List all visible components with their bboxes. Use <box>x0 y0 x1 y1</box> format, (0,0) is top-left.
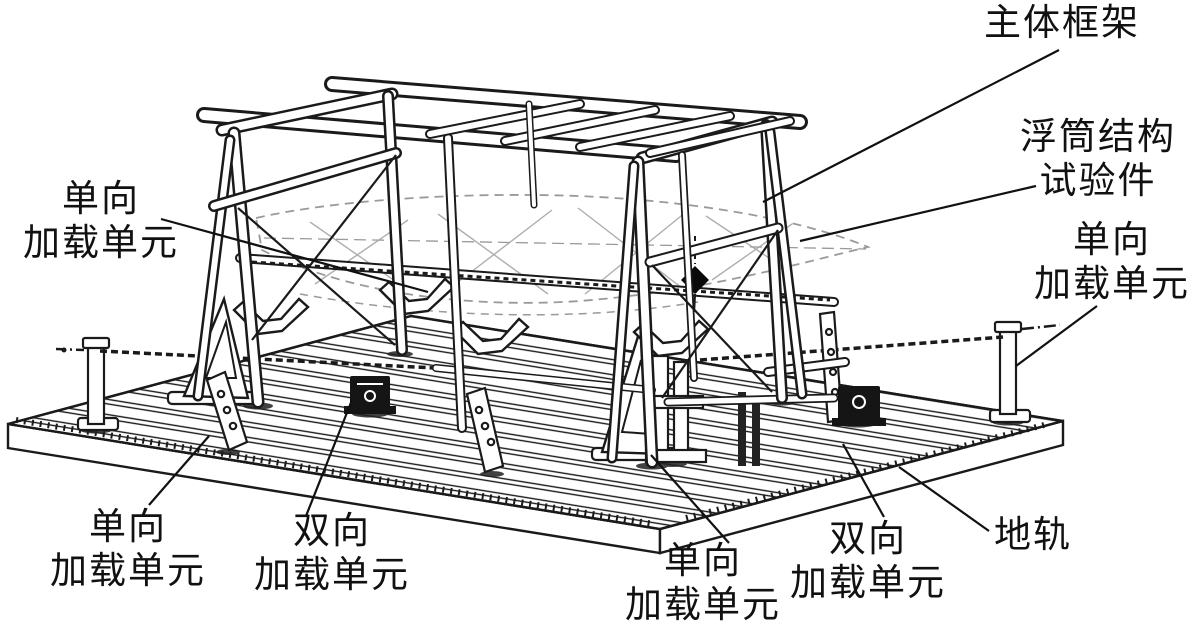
frame-tube <box>647 118 793 156</box>
specimen-lower-hull <box>299 293 699 316</box>
frame-tube <box>762 121 786 402</box>
bi-load-unit-left <box>344 376 396 414</box>
frame-tube <box>210 149 400 210</box>
frame-tube <box>384 92 406 354</box>
uni-load-unit-right-anchor <box>988 320 1032 424</box>
leader-uni-right <box>1015 305 1098 367</box>
label-bi-load-bottom-left: 双向 加载单元 <box>254 511 410 596</box>
uni-load-unit-left-anchor <box>55 336 120 432</box>
frame-tube <box>634 158 656 466</box>
specimen-hull-outline <box>254 194 871 304</box>
label-ground-rail: 地轨 <box>994 515 1072 556</box>
ground-rail-plate <box>6 314 1065 555</box>
label-uni-load-left-top: 单向 加载单元 <box>23 179 179 264</box>
chain-right <box>699 335 1004 362</box>
load-axis-dash-right <box>1021 323 1061 331</box>
dark-post <box>752 396 760 466</box>
frame-diagonal-braces <box>237 154 779 399</box>
frame-tube <box>609 163 637 461</box>
leader-uni-bottom-left <box>148 435 210 506</box>
leader-bi-bottom-left <box>304 399 354 517</box>
load-axis-dash <box>55 347 85 352</box>
label-bi-load-bottom-mid: 双向 加载单元 <box>790 519 946 604</box>
frame-tube <box>218 90 396 134</box>
frame-tube <box>527 102 536 207</box>
leader-ground-rail <box>898 466 990 532</box>
perforated-strut-mid <box>465 386 505 474</box>
frame-tube <box>767 129 805 397</box>
label-uni-load-right: 单向 加载单元 <box>1034 220 1190 305</box>
specimen-waterline <box>263 237 867 250</box>
tie-rod-and-chain <box>235 253 839 307</box>
leader-uni-left-top <box>160 217 429 294</box>
frame-tube <box>577 113 733 150</box>
dark-post <box>738 392 746 466</box>
frame-tube <box>646 224 782 266</box>
label-specimen: 浮筒结构 试验件 <box>1020 117 1176 202</box>
leader-lines <box>148 49 1098 544</box>
frame-tube <box>230 129 262 406</box>
label-uni-load-bottom-left: 单向 加载单元 <box>50 507 206 592</box>
perforated-strut-left <box>205 370 249 452</box>
frame-tube <box>427 101 583 137</box>
leader-main-frame <box>762 49 1060 203</box>
bi-load-unit-right <box>832 386 886 426</box>
plate-rails-texture <box>7 314 1064 531</box>
frame-tube <box>445 135 465 431</box>
label-uni-load-bottom-mid: 单向 加载单元 <box>625 541 781 626</box>
leader-uni-bottom-mid <box>650 454 730 544</box>
label-main-frame: 主体框架 <box>984 3 1140 44</box>
frame-tube <box>195 137 233 399</box>
chain-middle <box>251 260 831 302</box>
cradle <box>452 317 530 356</box>
cradle <box>378 277 456 316</box>
chain-left <box>99 349 436 370</box>
leader-specimen <box>799 184 1037 243</box>
frame-tube <box>679 152 697 381</box>
main-frame-structure <box>192 76 808 469</box>
leader-bi-bottom-mid <box>842 443 885 518</box>
